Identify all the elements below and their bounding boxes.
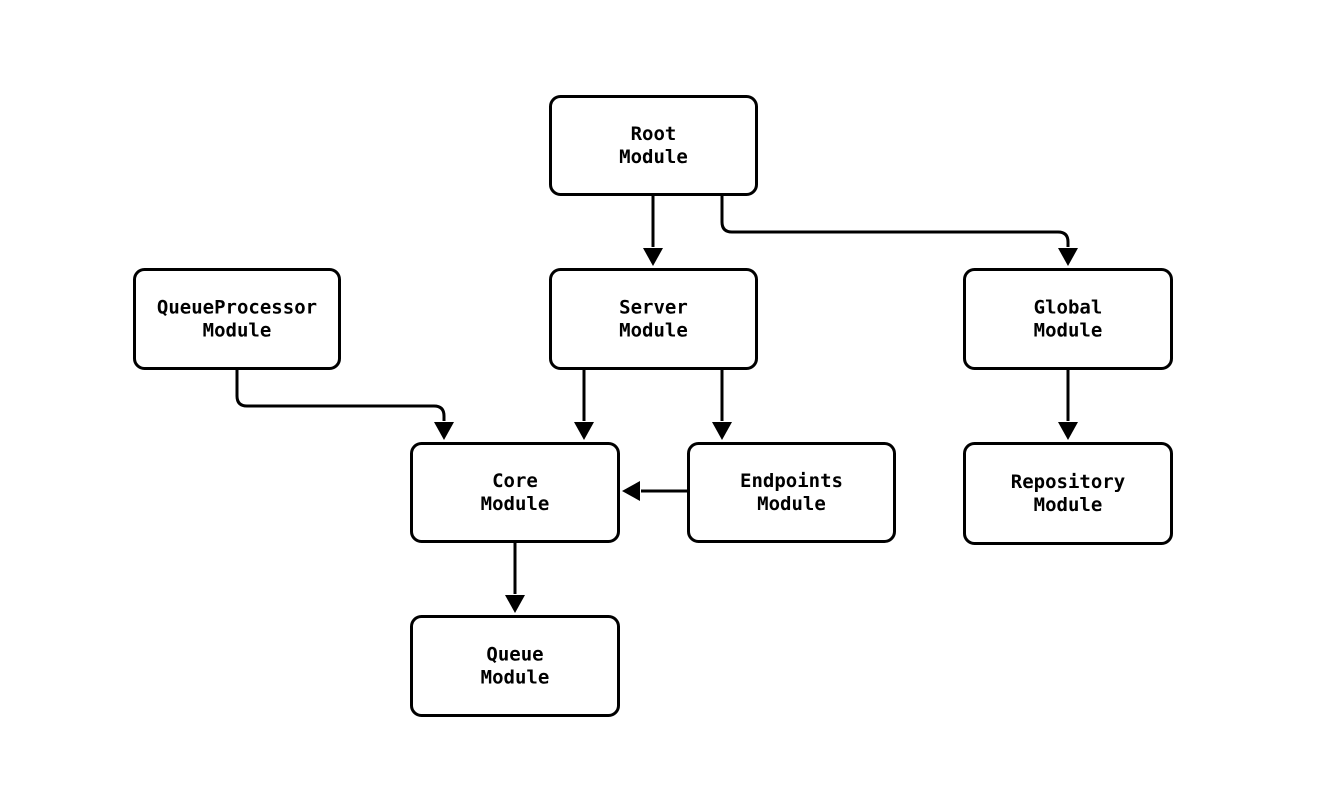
edge-queueprocessor-to-core — [235, 370, 454, 440]
node-label-suffix: Module — [1034, 320, 1103, 342]
arrowhead-icon — [434, 422, 454, 440]
arrowhead-icon — [574, 422, 594, 440]
edge-root-to-global — [720, 196, 1078, 266]
node-label-suffix: Module — [203, 320, 272, 342]
node-box[interactable] — [963, 268, 1173, 370]
node-label-name: Queue — [486, 644, 543, 666]
node-box[interactable] — [549, 268, 758, 370]
node-label-name: Repository — [1011, 471, 1125, 493]
node-label-name: Global — [1034, 297, 1103, 319]
edge-server-to-endpoints — [712, 370, 732, 440]
node-label-name: QueueProcessor — [157, 297, 317, 319]
nodes-layer: RootModuleQueueProcessorModuleServerModu… — [133, 95, 1173, 717]
node-label-name: Core — [492, 470, 538, 492]
node-label-suffix: Module — [1034, 494, 1103, 516]
arrowhead-icon — [712, 422, 732, 440]
arrowhead-icon — [622, 481, 640, 501]
node-label-suffix: Module — [481, 493, 550, 515]
arrowhead-icon — [1058, 248, 1078, 266]
arrowhead-icon — [505, 595, 525, 613]
edge-server-to-core — [574, 370, 594, 440]
edge-core-to-queue — [505, 543, 525, 613]
edge-line — [720, 196, 1070, 247]
node-label-suffix: Module — [481, 667, 550, 689]
edge-line — [235, 370, 446, 421]
arrowhead-icon — [643, 248, 663, 266]
node-box[interactable] — [549, 95, 758, 196]
node-box[interactable] — [410, 615, 620, 717]
node-box[interactable] — [963, 442, 1173, 545]
node-label-suffix: Module — [619, 320, 688, 342]
node-label-suffix: Module — [757, 493, 826, 515]
node-label-name: Endpoints — [740, 470, 843, 492]
edges-layer — [235, 196, 1078, 613]
node-box[interactable] — [410, 442, 620, 543]
edge-endpoints-to-core — [622, 481, 687, 501]
edge-global-to-repository — [1058, 370, 1078, 440]
arrowhead-icon — [1058, 422, 1078, 440]
node-box[interactable] — [687, 442, 896, 543]
node-label-name: Root — [631, 123, 677, 145]
node-box[interactable] — [133, 268, 341, 370]
node-label-suffix: Module — [619, 146, 688, 168]
node-label-name: Server — [619, 297, 688, 319]
edge-root-to-server — [643, 196, 663, 266]
